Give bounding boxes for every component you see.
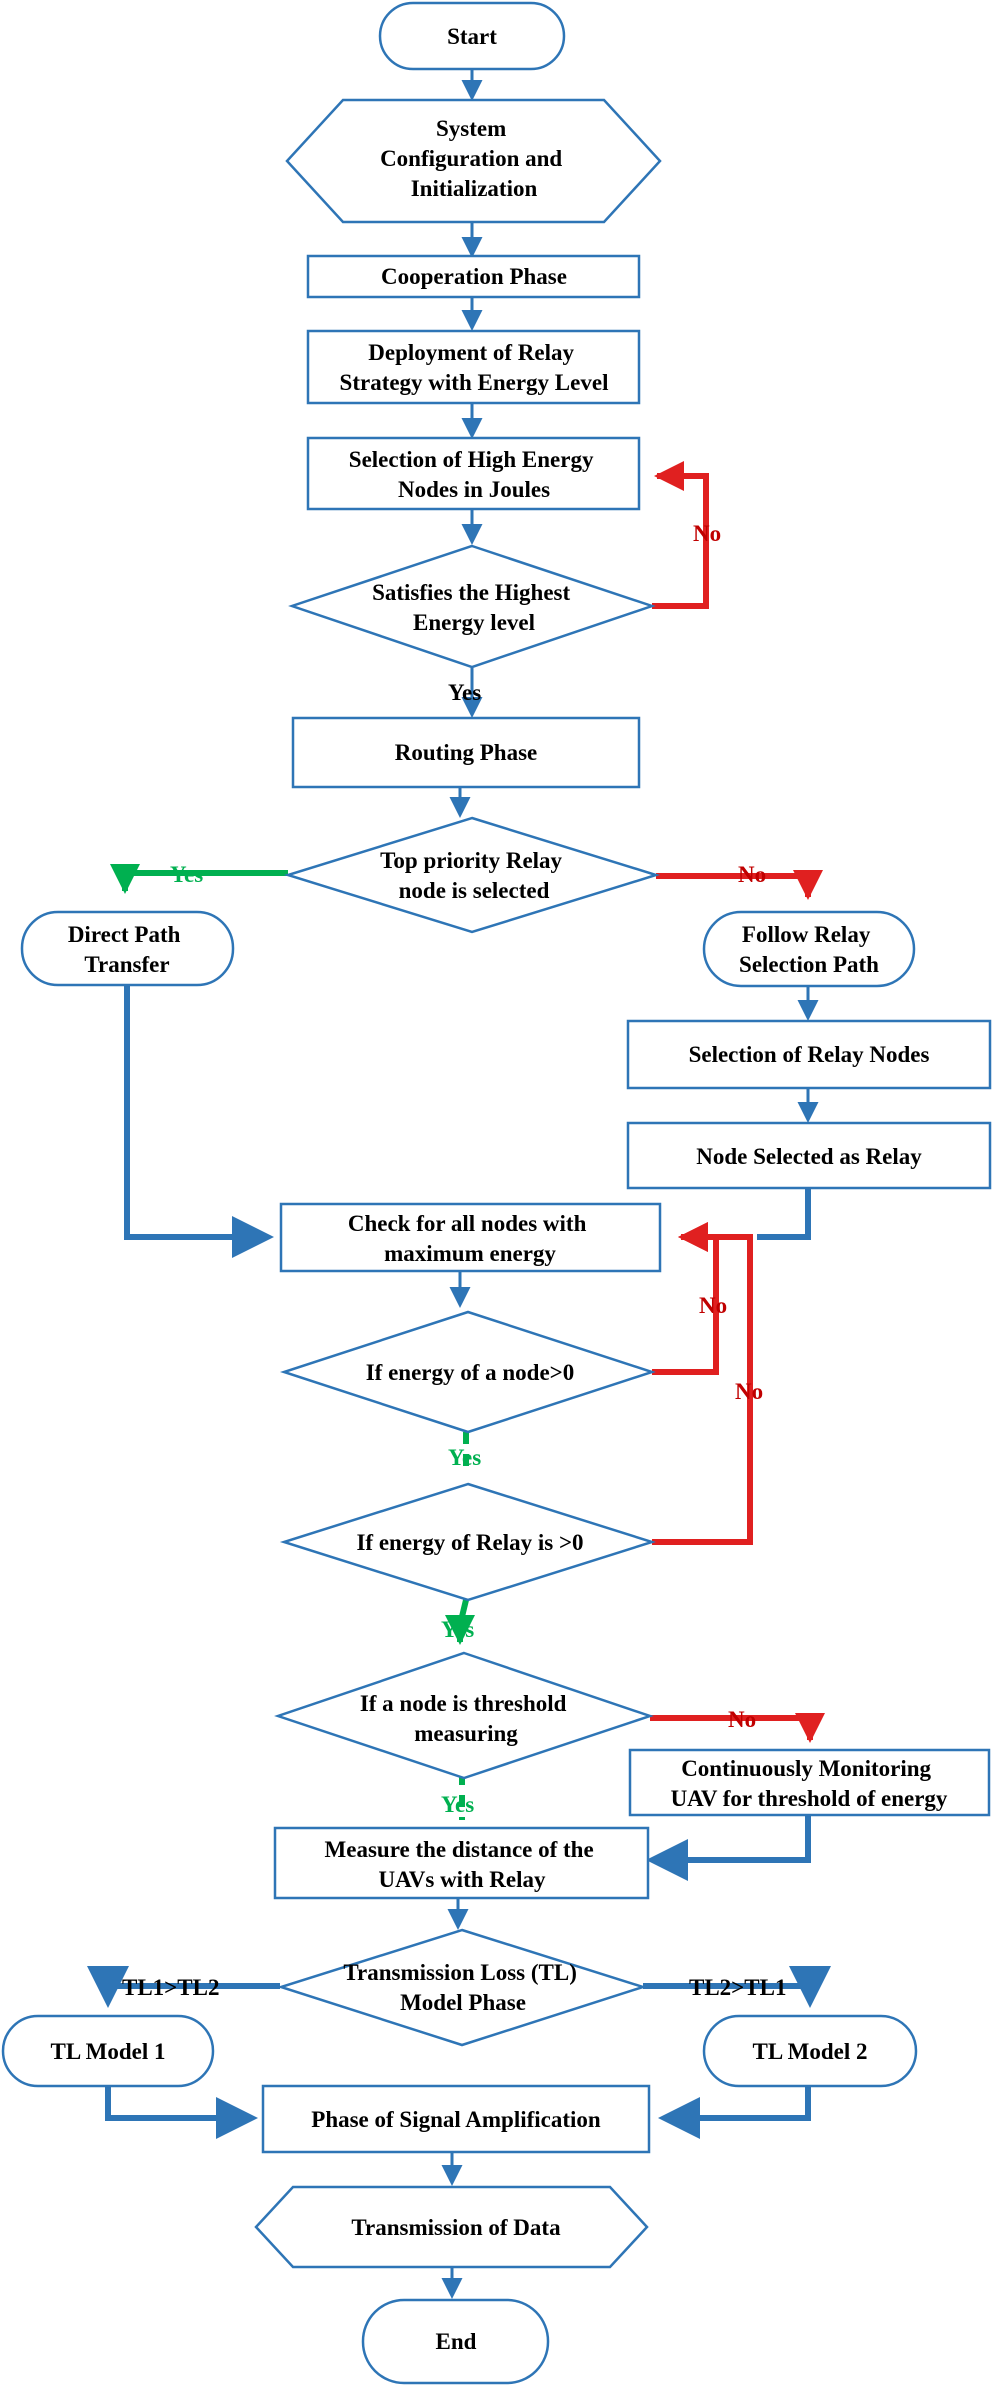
tl-model1-terminal — [1, 2014, 215, 2088]
threshold-decision — [274, 1651, 654, 1780]
deployment-box — [306, 329, 641, 405]
system-config-hexagon — [285, 98, 662, 224]
tl2-label: TL2>TL1 — [689, 1975, 786, 2000]
selection-relay-nodes-box — [626, 1019, 992, 1090]
energy-node-decision — [279, 1310, 657, 1434]
measure-label: Measure the distance of the UAVs with Re… — [325, 1837, 600, 1892]
tl-model2-terminal — [702, 2014, 918, 2088]
yes-label-threshold: Yes — [441, 1792, 474, 1817]
no-label-energy-node: No — [699, 1293, 727, 1318]
yes-label-top-priority: Yes — [170, 862, 203, 887]
end-terminal — [361, 2298, 550, 2385]
top-priority-decision — [283, 816, 661, 934]
top-priority-label: Top priority Relay node is selected — [380, 848, 568, 903]
arrow-tl-model2-to-amp — [658, 2085, 811, 2139]
no-label-energy-relay: No — [735, 1379, 763, 1404]
tl-model1-label: TL Model 1 — [50, 2039, 165, 2064]
deployment-label: Deployment of Relay Strategy with Energy… — [340, 340, 609, 395]
node-selected-label: Node Selected as Relay — [696, 1144, 922, 1169]
energy-relay-decision — [279, 1482, 657, 1602]
end-label: End — [436, 2329, 477, 2354]
yes-label-energy-relay: Yes — [441, 1617, 474, 1642]
tl-phase-decision — [276, 1928, 648, 2047]
arrow-no-top-priority — [656, 870, 823, 900]
measure-box — [273, 1826, 650, 1900]
tl-model2-label: TL Model 2 — [752, 2039, 867, 2064]
amplification-box — [261, 2084, 651, 2154]
satisfies-decision — [288, 544, 656, 669]
direct-path-terminal — [20, 910, 235, 987]
arrow-tl2-branch — [643, 1966, 831, 2008]
yes-label-energy-node: Yes — [448, 1445, 481, 1470]
no-label-satisfies: No — [693, 521, 721, 546]
amplification-label: Phase of Signal Amplification — [311, 2107, 601, 2132]
check-nodes-box — [279, 1202, 662, 1273]
no-label-top-priority: No — [738, 862, 766, 887]
arrow-no-energy-relay — [652, 1222, 753, 1545]
tl-phase-label: Transmission Loss (TL) Model Phase — [343, 1960, 582, 2015]
monitoring-box — [628, 1748, 991, 1817]
tl1-label: TL1>TL2 — [122, 1975, 219, 2000]
cooperation-phase-label: Cooperation Phase — [381, 264, 567, 289]
transmission-hexagon — [254, 2185, 649, 2269]
satisfies-label: Satisfies the Highest Energy level — [372, 580, 576, 635]
arrow-yes-energy-relay — [445, 1599, 475, 1645]
edge-labels: No Yes Yes No No No Yes Yes No Yes TL1>T… — [122, 521, 786, 2000]
routing-phase-label: Routing Phase — [395, 740, 538, 765]
energy-node-label: If energy of a node>0 — [366, 1360, 575, 1385]
arrow-tl1-branch — [87, 1966, 280, 2008]
yes-label-satisfies: Yes — [448, 680, 481, 705]
selection-high-energy-label: Selection of High Energy Nodes in Joules — [349, 447, 599, 502]
transmission-label: Transmission of Data — [351, 2215, 561, 2240]
no-label-threshold: No — [728, 1707, 756, 1732]
arrow-monitoring-to-measure — [646, 1815, 811, 1881]
check-nodes-label: Check for all nodes with maximum energy — [348, 1211, 592, 1266]
connectors — [87, 70, 831, 2299]
direct-path-label: Direct Path Transfer — [68, 922, 186, 977]
start-label: Start — [447, 24, 497, 49]
energy-relay-label: If energy of Relay is >0 — [356, 1530, 583, 1555]
arrow-no-satisfies-loop — [652, 461, 709, 609]
arrow-tl-model1-to-amp — [105, 2085, 258, 2139]
selection-high-energy-box — [306, 436, 641, 511]
arrow-node-selected-to-check — [757, 1188, 811, 1240]
start-terminal — [378, 1, 566, 71]
arrow-direct-path-to-check — [124, 985, 274, 1258]
follow-relay-label: Follow Relay Selection Path — [739, 922, 879, 977]
cooperation-phase-box — [306, 254, 641, 299]
selection-relay-nodes-label: Selection of Relay Nodes — [689, 1042, 930, 1067]
routing-phase-box — [291, 716, 641, 789]
node-selected-box — [626, 1121, 992, 1190]
monitoring-label: Continuously Monitoring UAV for threshol… — [671, 1756, 948, 1811]
follow-relay-terminal — [702, 910, 916, 988]
threshold-label: If a node is threshold measuring — [360, 1691, 572, 1746]
arrow-no-threshold — [650, 1713, 825, 1743]
system-config-label: System Configuration and Initialization — [380, 116, 568, 201]
arrow-yes-top-priority — [110, 864, 288, 894]
